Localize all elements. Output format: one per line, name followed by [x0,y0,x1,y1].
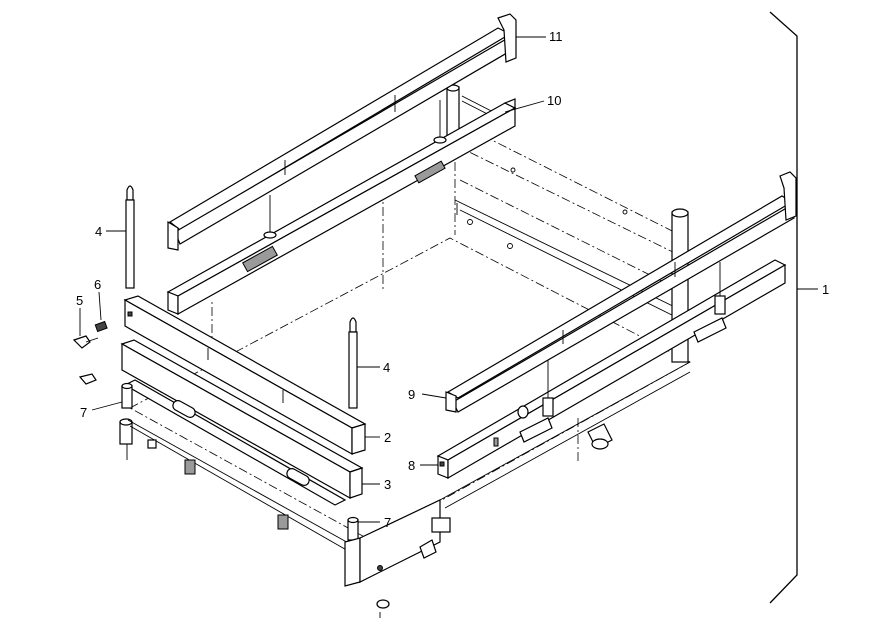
part-4-pin-right [348,317,380,409]
part-8-pocket-rail [420,259,787,480]
callout-3: 3 [384,477,391,492]
callout-8: 8 [408,458,415,473]
callout-4-lower: 4 [383,360,390,375]
callout-2: 2 [384,430,391,445]
lower-front-panel [127,419,451,618]
part-10-pocket-rail [166,98,545,316]
callout-1: 1 [822,282,829,297]
part-11-top-rail [167,13,546,251]
part-7-sleeve-left [91,382,133,460]
callout-labels: 1 2 3 4 4 5 6 7 7 8 9 10 11 [76,29,829,530]
part-9-top-rail [421,171,797,413]
callout-7-right: 7 [384,515,391,530]
part-3-side-rail-lower [120,339,380,506]
part-2-side-rail-upper [123,295,380,456]
callout-4-upper: 4 [95,224,102,239]
assembly-bracket [769,11,818,604]
part-6-stud [94,291,108,333]
right-lower-hardware [439,361,691,509]
part-5-wing-screw [72,308,99,385]
floor-outline [129,127,691,541]
callout-5: 5 [76,293,83,308]
callout-7-left: 7 [80,405,87,420]
callout-6: 6 [94,277,101,292]
callout-10: 10 [547,93,561,108]
callout-11: 11 [549,29,563,44]
part-4-pin-left [106,185,135,289]
callout-9: 9 [408,387,415,402]
